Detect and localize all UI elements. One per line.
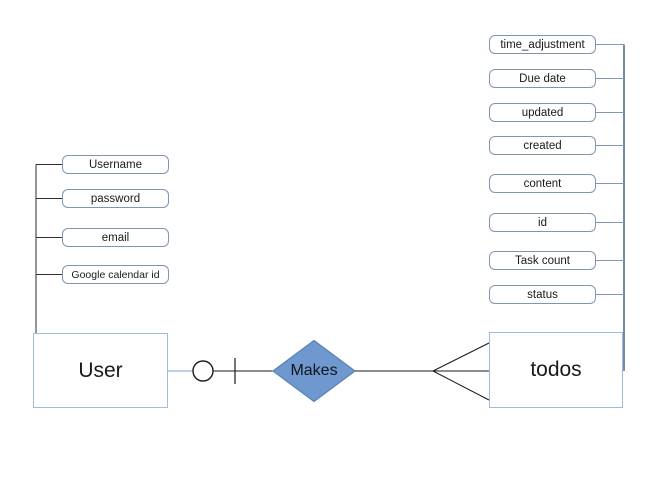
attribute-task-count: Task count <box>489 251 596 270</box>
attribute-id-label: id <box>538 216 547 229</box>
attribute-username: Username <box>62 155 169 174</box>
attribute-password-label: password <box>90 192 141 205</box>
todos-attribute-stubs <box>596 44 624 295</box>
entity-todos: todos <box>489 332 623 408</box>
attribute-status-label: status <box>527 288 558 301</box>
attribute-id: id <box>489 213 596 232</box>
attribute-google-calendar-id-label: Google calendar id <box>71 268 160 281</box>
attribute-status: status <box>489 285 596 304</box>
attribute-content: content <box>489 174 596 193</box>
attribute-updated-label: updated <box>521 106 564 119</box>
attribute-time-adjustment: time_adjustment <box>489 35 596 54</box>
relationship-diamond <box>271 339 357 403</box>
attribute-created: created <box>489 136 596 155</box>
attribute-email-label: email <box>101 231 130 244</box>
attribute-password: password <box>62 189 169 208</box>
attribute-due-date-label: Due date <box>519 72 566 85</box>
attribute-username-label: Username <box>88 158 143 171</box>
entity-user: User <box>33 333 168 408</box>
entity-user-label: User <box>78 358 123 382</box>
attribute-task-count-label: Task count <box>515 254 570 267</box>
attribute-updated: updated <box>489 103 596 122</box>
cardinality-zero-circle <box>192 360 214 382</box>
attribute-email: email <box>62 228 169 247</box>
attribute-content-label: content <box>523 177 562 190</box>
user-attribute-stubs <box>36 164 62 275</box>
crows-foot-many <box>432 342 490 401</box>
attribute-created-label: created <box>523 139 562 152</box>
attribute-due-date: Due date <box>489 69 596 88</box>
entity-todos-label: todos <box>530 358 582 381</box>
attribute-time-adjustment-label: time_adjustment <box>500 38 585 51</box>
attribute-google-calendar-id: Google calendar id <box>62 265 169 284</box>
